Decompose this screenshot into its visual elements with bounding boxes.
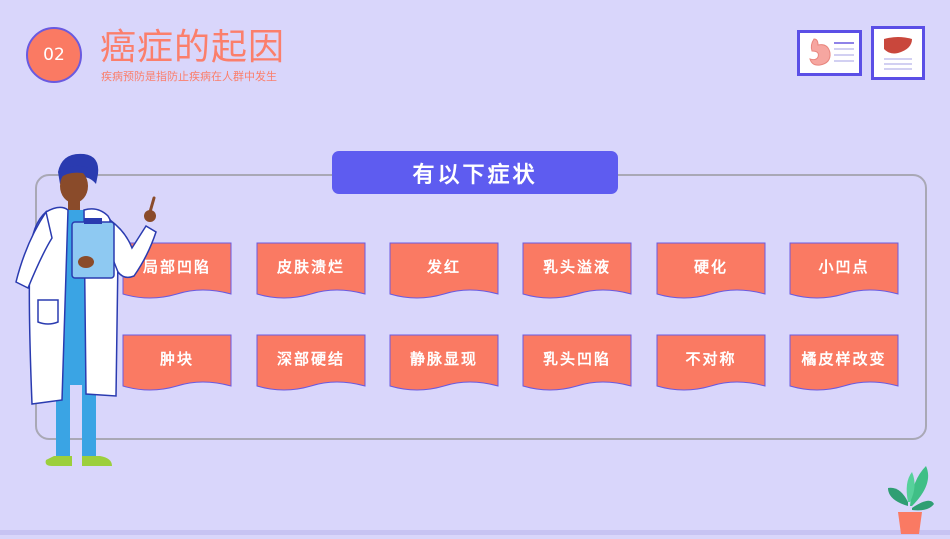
- symptom-card: 静脉显现: [389, 334, 499, 392]
- symptom-card: 发红: [389, 242, 499, 300]
- symptom-label: 乳头凹陷: [542, 349, 611, 368]
- symptom-card: 硬化: [656, 242, 766, 300]
- liver-poster-icon: [871, 26, 925, 80]
- bottom-strip: [0, 530, 950, 535]
- potted-plant-icon: [884, 462, 936, 535]
- symptom-label: 深部硬结: [276, 349, 345, 368]
- page-title: 癌症的起因: [100, 27, 286, 68]
- symptom-label: 静脉显现: [409, 349, 478, 368]
- symptom-card: 橘皮样改变: [789, 334, 899, 392]
- symptom-card: 乳头溢液: [522, 242, 632, 300]
- symptom-card: 肿块: [122, 334, 232, 392]
- section-number-badge: 02: [26, 27, 82, 83]
- symptoms-heading: 有以下症状: [332, 151, 618, 194]
- symptom-label: 硬化: [693, 257, 728, 276]
- symptom-card: 不对称: [656, 334, 766, 392]
- symptom-card: 深部硬结: [256, 334, 366, 392]
- symptom-label: 小凹点: [818, 257, 870, 276]
- symptom-label: 肿块: [159, 349, 194, 368]
- stomach-poster-icon: [797, 30, 862, 76]
- symptom-card: 局部凹陷: [122, 242, 232, 300]
- symptom-label: 不对称: [685, 349, 737, 368]
- symptom-label: 皮肤溃烂: [276, 257, 345, 276]
- symptom-label: 橘皮样改变: [801, 349, 887, 368]
- page-subtitle: 疾病预防是指防止疾病在人群中发生: [101, 70, 277, 83]
- doctor-illustration: [10, 150, 170, 480]
- symptom-label: 乳头溢液: [542, 257, 611, 276]
- symptom-card: 皮肤溃烂: [256, 242, 366, 300]
- symptom-card: 乳头凹陷: [522, 334, 632, 392]
- symptom-card: 小凹点: [789, 242, 899, 300]
- symptom-label: 发红: [426, 257, 461, 276]
- symptom-label: 局部凹陷: [142, 257, 211, 276]
